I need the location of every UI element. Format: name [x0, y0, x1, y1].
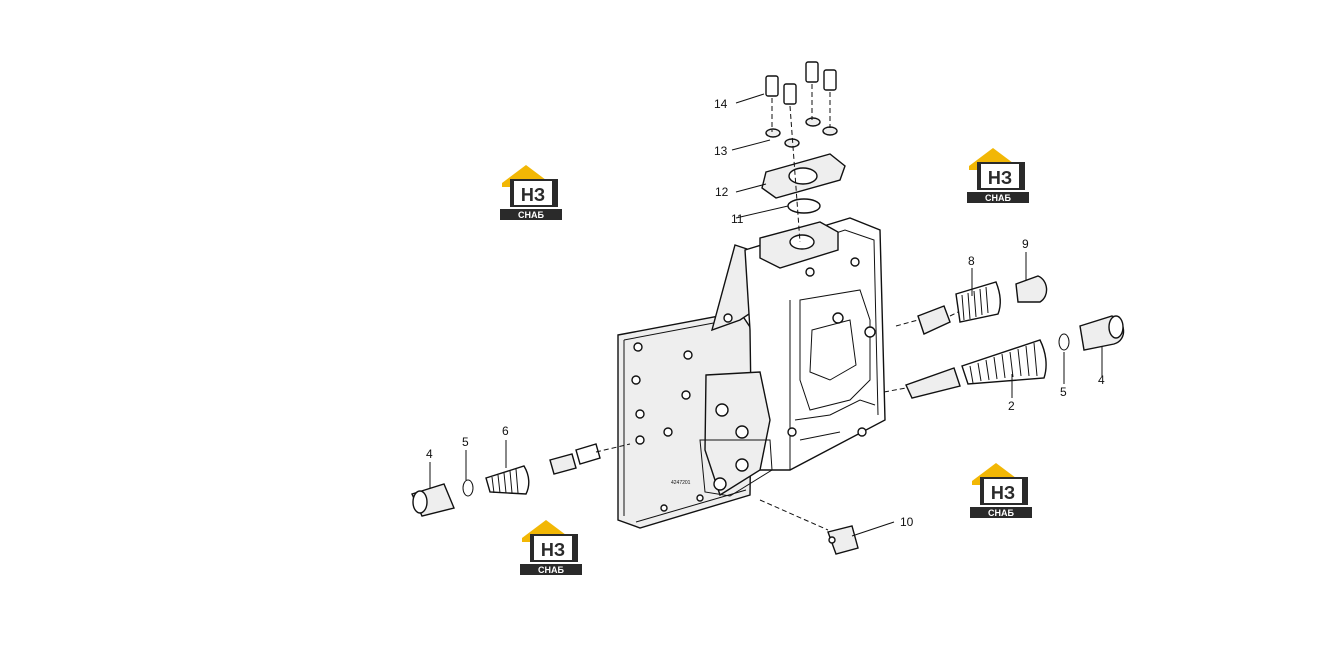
- callout-plug: 9: [1022, 237, 1029, 251]
- callout-bolts: 14: [714, 97, 728, 111]
- watermark-text-top: НЗ: [988, 168, 1012, 188]
- callout-sensor: 10: [900, 515, 914, 529]
- callout-right-plug: 4: [1098, 373, 1105, 387]
- leader-lines: [429, 93, 1103, 537]
- callout-lower-spring: 2: [1008, 399, 1015, 413]
- washer-set: [765, 117, 838, 148]
- left-valve-assembly: [411, 443, 631, 517]
- watermark-logo: НЗ СНАБ: [520, 518, 582, 576]
- watermark-text-top: НЗ: [541, 540, 565, 560]
- watermark-text-bottom: СНАБ: [985, 193, 1011, 203]
- housing-marking: 4247201: [671, 480, 691, 486]
- watermark-logo: НЗ СНАБ: [500, 163, 562, 221]
- callout-left-plug: 4: [426, 447, 433, 461]
- valve-housing: 4247201: [617, 217, 886, 529]
- sensor: [759, 499, 859, 555]
- bolt-set: [765, 61, 837, 105]
- callout-right-o-ring: 5: [1060, 385, 1067, 399]
- o-ring-11: [787, 198, 821, 214]
- callout-left-o-ring: 5: [462, 435, 469, 449]
- watermark-text-bottom: СНАБ: [538, 565, 564, 575]
- watermark-logo: НЗ СНАБ: [967, 146, 1029, 204]
- callout-upper-spring: 8: [968, 254, 975, 268]
- watermark-text-top: НЗ: [991, 483, 1015, 503]
- callout-o-ring: 11: [731, 212, 744, 226]
- watermark-logo: НЗ СНАБ: [970, 461, 1032, 519]
- callout-gasket: 12: [715, 185, 729, 199]
- bolt-holes: [631, 257, 876, 512]
- right-upper-valve: [895, 275, 1048, 335]
- watermark-text-top: НЗ: [521, 185, 545, 205]
- watermark-text-bottom: СНАБ: [988, 508, 1014, 518]
- right-lower-valve: [883, 315, 1125, 399]
- callout-washers: 13: [714, 144, 728, 158]
- gasket: [761, 153, 846, 199]
- callout-left-spring: 6: [502, 424, 509, 438]
- watermark-text-bottom: СНАБ: [518, 210, 544, 220]
